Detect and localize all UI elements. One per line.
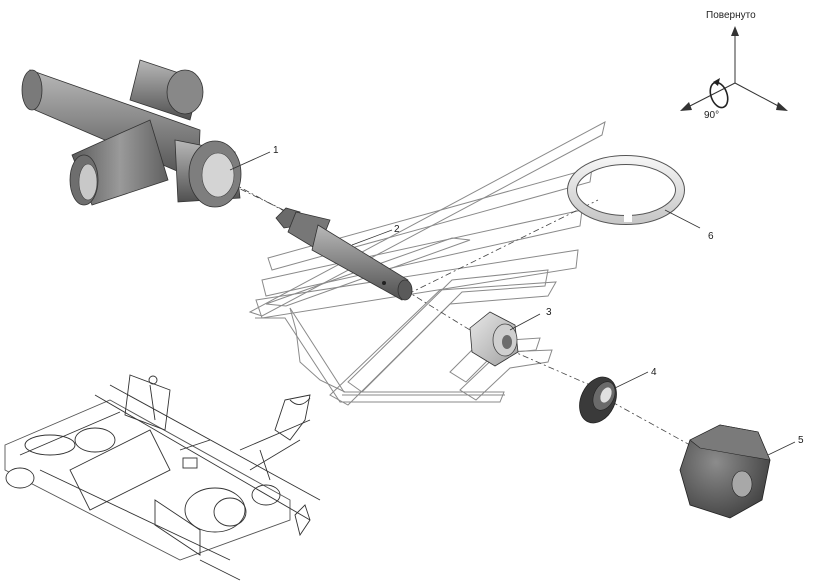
arrow-up-icon (731, 26, 739, 36)
arrow-left-icon (680, 102, 692, 111)
part-4-washer (579, 376, 617, 424)
vehicle-frame-thumbnail (4, 374, 321, 581)
watermark-logo (248, 121, 606, 406)
callout-1: 1 (273, 145, 279, 156)
orientation-label: Повернуто (706, 10, 756, 21)
rotation-arc-icon (709, 81, 729, 109)
callout-6: 6 (708, 231, 714, 242)
callout-2: 2 (394, 224, 400, 235)
part-3-bushing (469, 311, 519, 367)
orientation-gizmo: Повернуто 90° (680, 10, 788, 121)
callout-3: 3 (546, 307, 552, 318)
rotation-angle-label: 90° (704, 110, 719, 121)
part-6-snap-ring (567, 155, 685, 225)
part-2-pin (275, 207, 413, 301)
leader-lines (229, 151, 796, 456)
part-5-nut (679, 424, 771, 519)
arrow-right-icon (776, 102, 788, 111)
rotation-arrow-icon (713, 78, 720, 86)
axis-right (734, 82, 783, 109)
callout-4: 4 (651, 367, 657, 378)
part-1-tee-body (21, 59, 242, 208)
callout-5: 5 (798, 435, 804, 446)
